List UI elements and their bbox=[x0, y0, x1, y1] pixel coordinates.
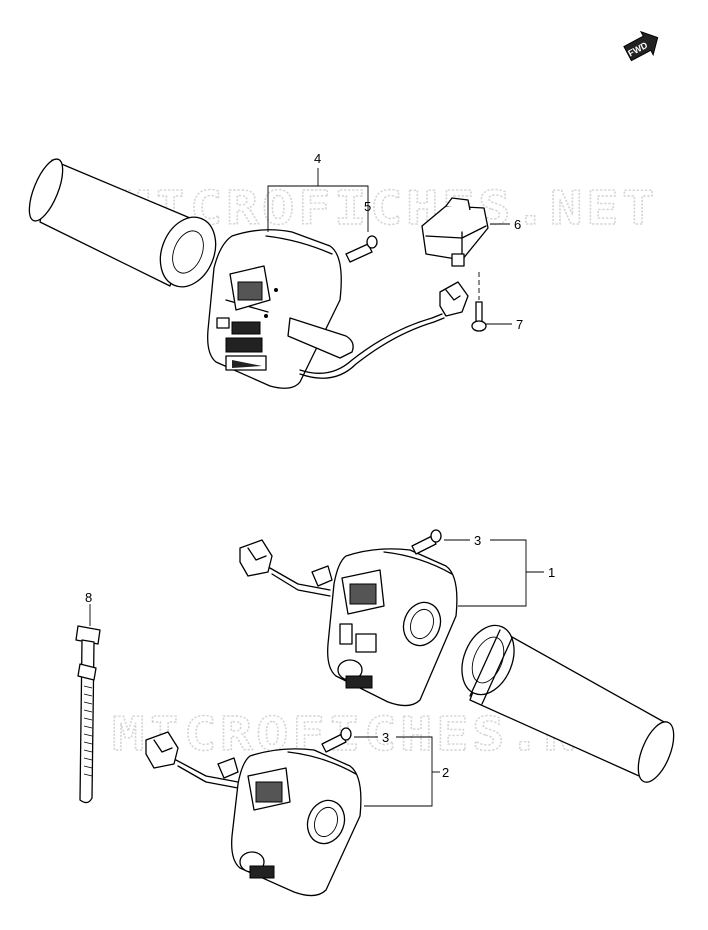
wire-harness-top bbox=[299, 281, 469, 379]
callout-7: 7 bbox=[516, 317, 523, 332]
cable-tie-8 bbox=[75, 604, 101, 804]
callout-3-upper: 3 bbox=[474, 533, 481, 548]
callout-5: 5 bbox=[364, 199, 371, 214]
screw-3-upper bbox=[411, 529, 442, 555]
screw-5 bbox=[345, 235, 378, 263]
screw-3-lower bbox=[321, 727, 352, 753]
callout-1: 1 bbox=[548, 565, 555, 580]
callout-2: 2 bbox=[442, 765, 449, 780]
handlebar-tube-top bbox=[287, 317, 354, 359]
callout-3-lower: 3 bbox=[382, 730, 389, 745]
screw-7 bbox=[471, 272, 487, 332]
switch-housing-top bbox=[207, 229, 342, 389]
callout-4: 4 bbox=[314, 151, 321, 166]
leader-lines-top bbox=[267, 168, 512, 325]
leader-lines-middle bbox=[444, 539, 544, 607]
switch-part-6 bbox=[421, 197, 489, 267]
handlebar-grip-top bbox=[28, 158, 217, 288]
connector-bottom bbox=[145, 731, 239, 789]
fwd-arrow-badge: FWD bbox=[623, 30, 659, 62]
switch-housing-middle bbox=[311, 548, 458, 707]
handlebar-grip-bottom bbox=[461, 624, 675, 783]
callout-6: 6 bbox=[514, 217, 521, 232]
connector-middle bbox=[239, 539, 331, 597]
leader-lines-bottom bbox=[354, 736, 440, 807]
callout-8: 8 bbox=[85, 590, 92, 605]
switch-housing-bottom bbox=[217, 748, 362, 897]
